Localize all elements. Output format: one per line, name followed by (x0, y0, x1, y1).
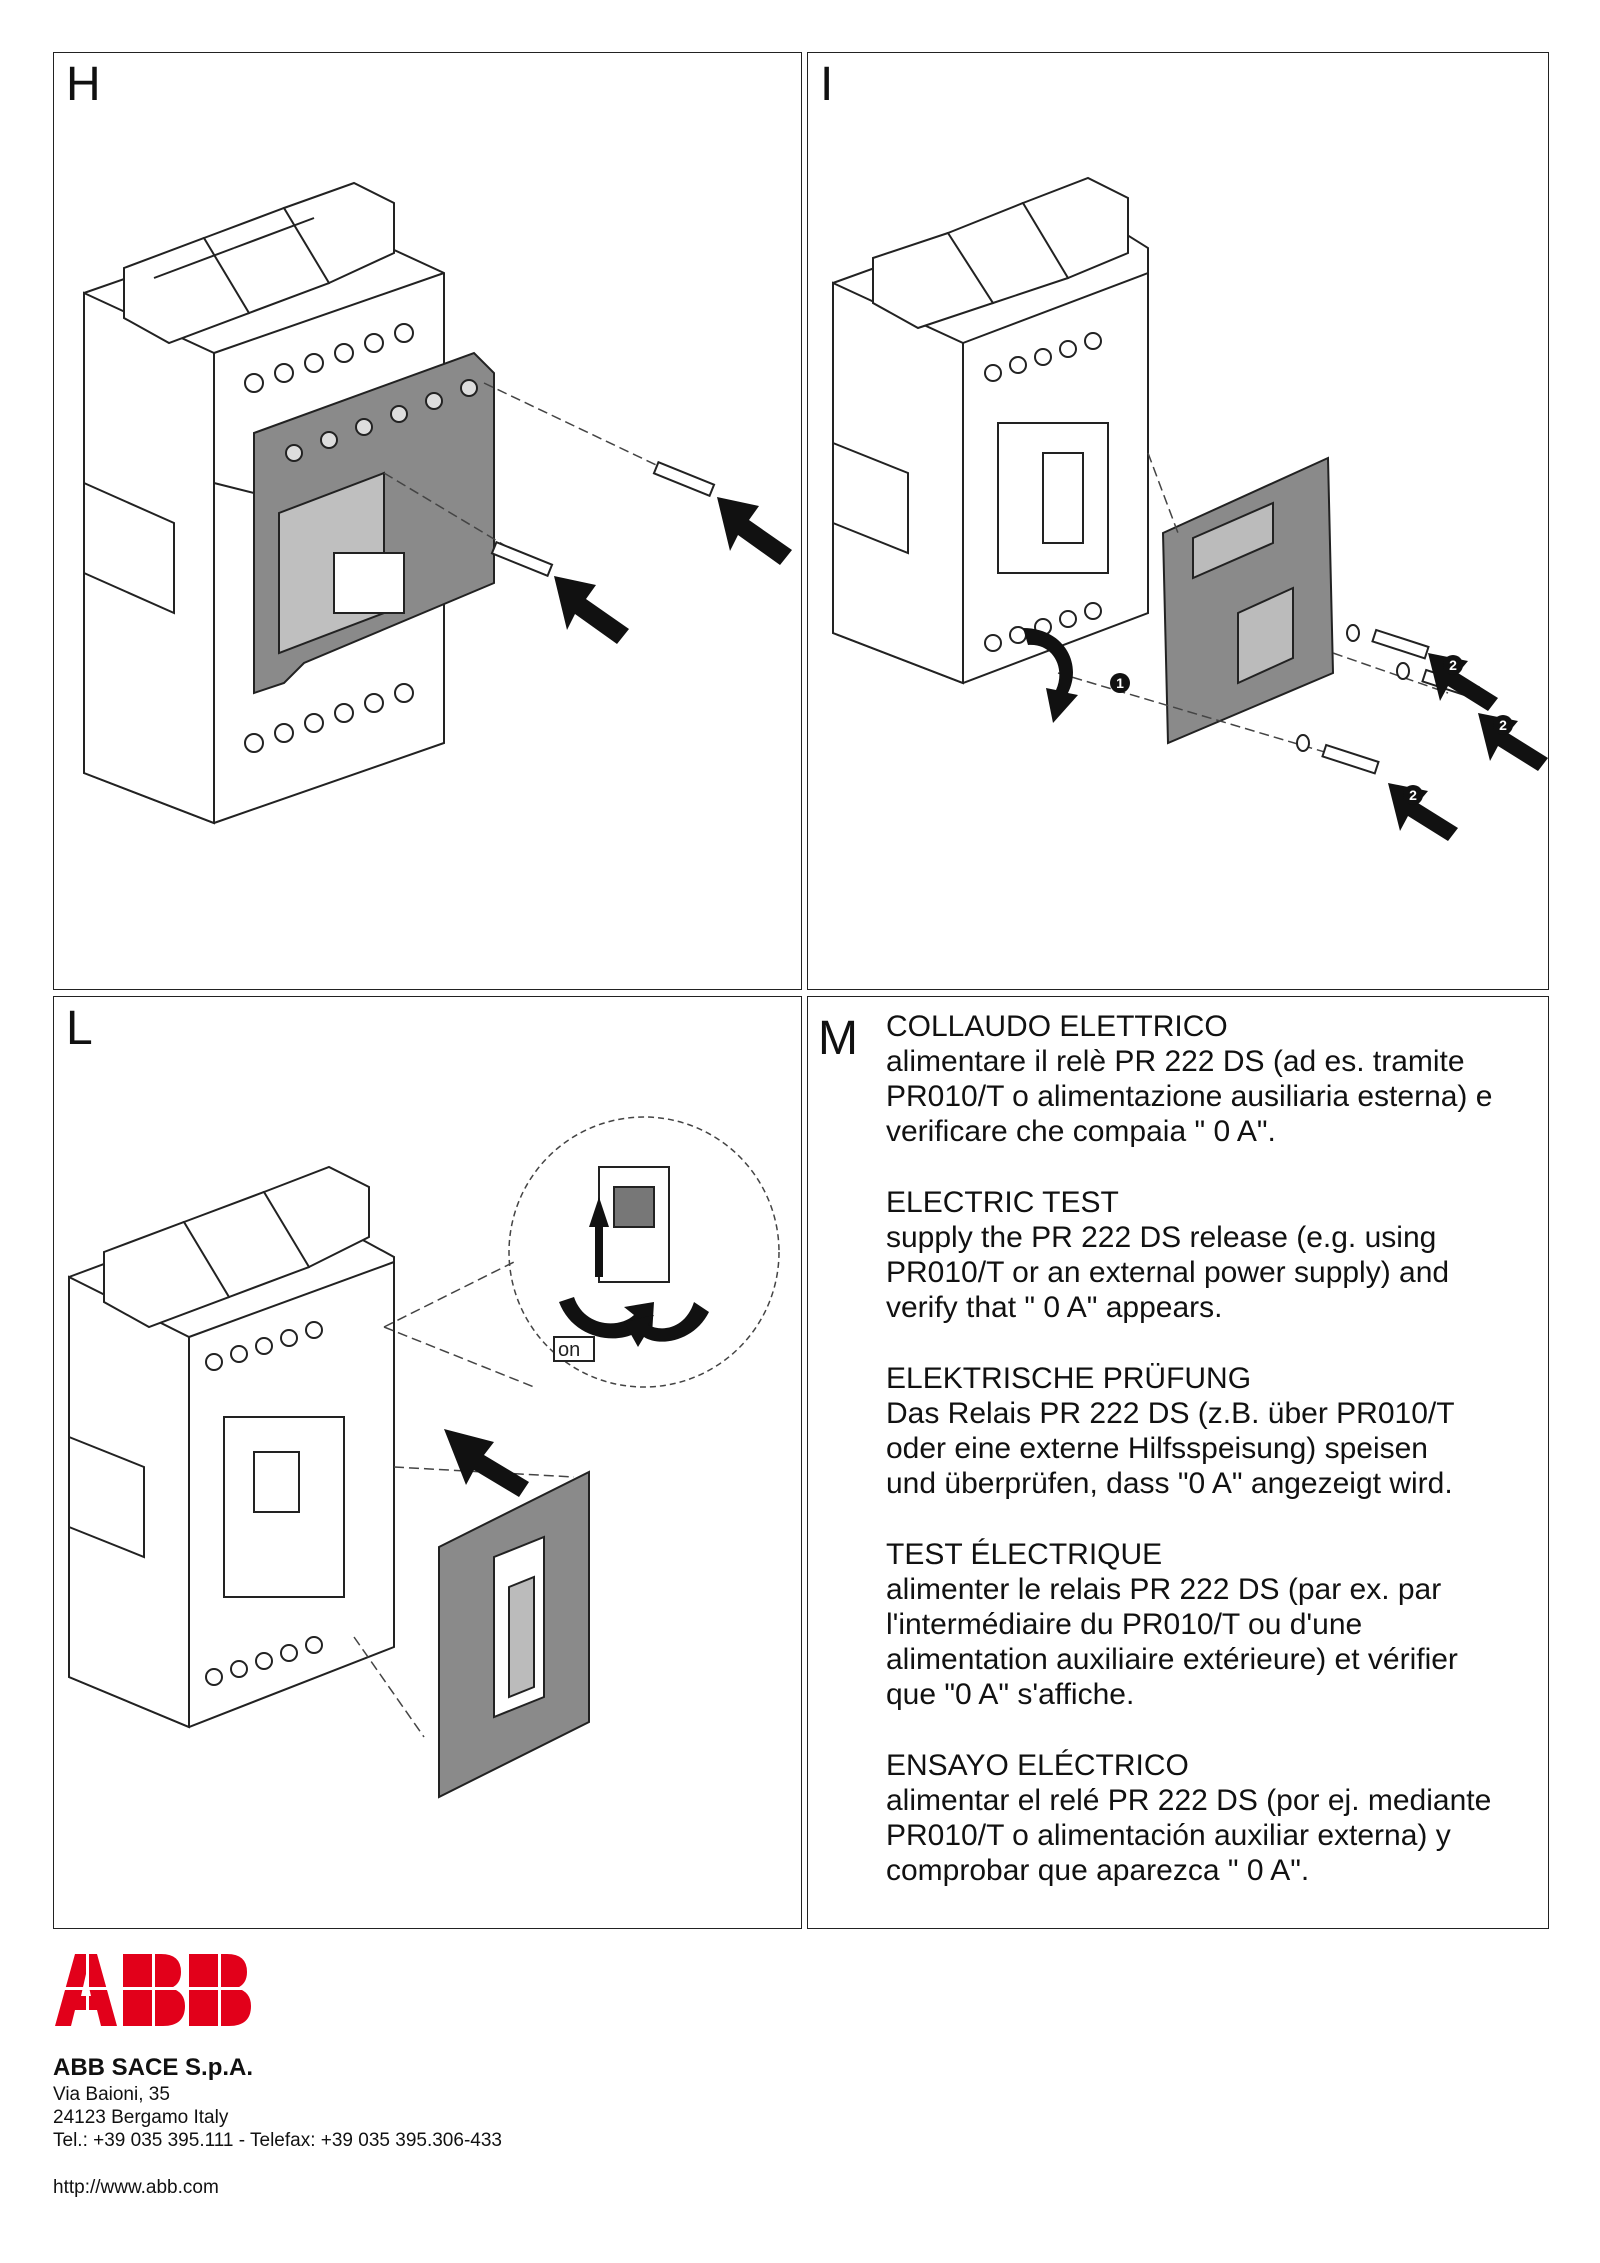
section-line: que "0 A" s'affiche. (886, 1678, 1135, 1711)
release-cover-removal-illustration: 1 2 2 2 (832, 176, 1548, 841)
panel-m: M COLLAUDO ELETTRICO alimentare il relè … (807, 996, 1549, 1929)
section-line: comprobar que aparezca " 0 A". (886, 1854, 1310, 1887)
section-line: verify that " 0 A" appears. (886, 1291, 1223, 1324)
on-label: on (558, 1339, 580, 1361)
panel-l: L on (53, 996, 802, 1929)
section-heading: COLLAUDO ELETTRICO (886, 1010, 1228, 1043)
section-line: alimentare il relè PR 222 DS (ad es. tra… (886, 1045, 1465, 1078)
instruction-spanish: ENSAYO ELÉCTRICO alimentar el relé PR 22… (886, 1748, 1538, 1888)
address-line: Tel.: +39 035 395.111 - Telefax: +39 035… (53, 2130, 502, 2151)
section-line: alimentation auxiliaire extérieure) et v… (886, 1643, 1458, 1676)
instruction-english: ELECTRIC TEST supply the PR 222 DS relea… (886, 1185, 1538, 1325)
section-line: und überprüfen, dass "0 A" angezeigt wir… (886, 1467, 1453, 1500)
abb-logo (53, 1950, 253, 2030)
section-heading: ELEKTRISCHE PRÜFUNG (886, 1362, 1252, 1395)
section-line: alimentar el relé PR 222 DS (por ej. med… (886, 1784, 1492, 1817)
address-line: Via Baioni, 35 (53, 2084, 170, 2105)
section-line: oder eine externe Hilfsspeisung) speisen (886, 1432, 1428, 1465)
section-line: supply the PR 222 DS release (e.g. using (886, 1221, 1437, 1254)
panel-h: H (53, 52, 802, 990)
panel-i: I (807, 52, 1549, 990)
section-line: alimenter le relais PR 222 DS (par ex. p… (886, 1573, 1442, 1606)
panel-letter: H (66, 58, 101, 111)
instruction-german: ELEKTRISCHE PRÜFUNG Das Relais PR 222 DS… (886, 1361, 1538, 1501)
company-address: Via Baioni, 35 24123 Bergamo Italy Tel.:… (53, 2083, 502, 2152)
section-heading: TEST ÉLECTRIQUE (886, 1538, 1163, 1571)
section-heading: ENSAYO ELÉCTRICO (886, 1749, 1189, 1782)
step-mark: 2 (1409, 787, 1417, 803)
panel-letter: M (818, 1012, 858, 1065)
cover-refit-illustration: on (68, 1116, 780, 1799)
step-mark: 1 (1116, 675, 1124, 691)
instruction-french: TEST ÉLECTRIQUE alimenter le relais PR 2… (886, 1537, 1538, 1712)
address-line: 24123 Bergamo Italy (53, 2107, 229, 2128)
section-line: PR010/T o alimentazione ausiliaria ester… (886, 1080, 1493, 1113)
section-line: l'intermédiaire du PR010/T ou d'une (886, 1608, 1363, 1641)
breaker-cover-screws-illustration (83, 181, 792, 825)
section-heading: ELECTRIC TEST (886, 1186, 1119, 1219)
panel-letter: L (66, 1002, 93, 1055)
panel-letter: I (820, 58, 834, 111)
section-line: Das Relais PR 222 DS (z.B. über PR010/T (886, 1397, 1455, 1430)
instruction-italian: COLLAUDO ELETTRICO alimentare il relè PR… (886, 1009, 1538, 1149)
section-line: PR010/T o alimentación auxiliar externa)… (886, 1819, 1451, 1852)
step-mark: 2 (1499, 717, 1507, 733)
section-line: verificare che compaia " 0 A". (886, 1115, 1276, 1148)
footer: ABB SACE S.p.A. Via Baioni, 35 24123 Ber… (53, 1950, 753, 2198)
electric-test-instructions: COLLAUDO ELETTRICO alimentare il relè PR… (886, 1009, 1538, 1924)
website-link[interactable]: http://www.abb.com (53, 2177, 219, 2198)
step-mark: 2 (1449, 657, 1457, 673)
section-line: PR010/T or an external power supply) and (886, 1256, 1450, 1289)
company-name: ABB SACE S.p.A. (53, 2054, 254, 2081)
